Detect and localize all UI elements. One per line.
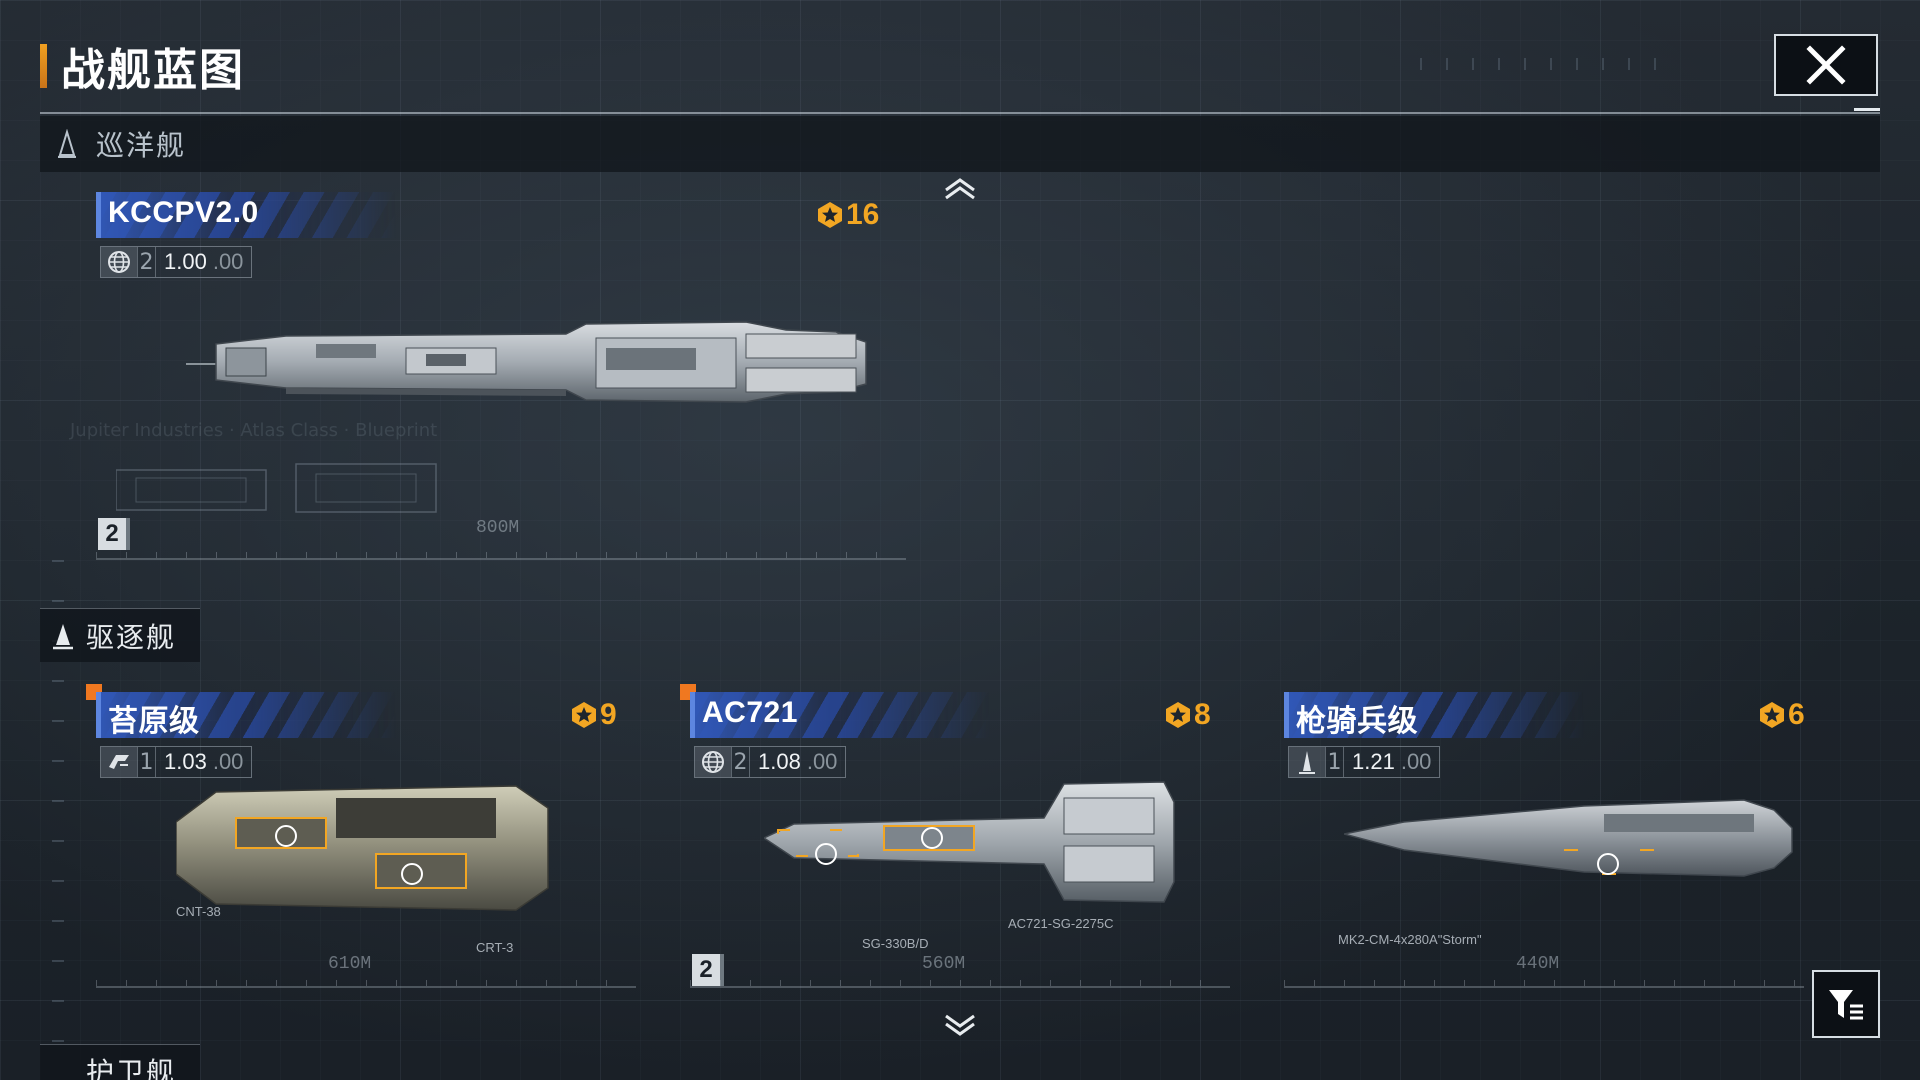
stat-value-main: 1.03 bbox=[164, 749, 207, 774]
name-plate-edge bbox=[690, 692, 695, 738]
stat-value-dim: .00 bbox=[212, 249, 244, 274]
page-title: 战舰蓝图 bbox=[61, 45, 245, 96]
ship-name: KCCPV2.0 bbox=[108, 196, 259, 229]
stat-value-dim: .00 bbox=[1400, 749, 1432, 774]
faction-lancer-icon bbox=[1289, 747, 1325, 777]
rating-value: 6 bbox=[1788, 698, 1805, 731]
close-button[interactable] bbox=[1774, 34, 1878, 96]
rating-value: 9 bbox=[600, 698, 617, 731]
stat-value: 1.00 .00 bbox=[155, 247, 251, 277]
stat-level: 2 bbox=[137, 247, 155, 277]
rating-star-icon bbox=[572, 702, 596, 728]
stat-value-main: 1.21 bbox=[1352, 749, 1395, 774]
base-line bbox=[96, 552, 906, 560]
ship-card-tundra[interactable]: 苔原级 9 1 1.03 .00 bbox=[86, 684, 636, 992]
stat-level: 1 bbox=[137, 747, 155, 777]
name-plate-fill bbox=[1284, 692, 1424, 738]
name-plate-fill bbox=[690, 692, 830, 738]
weapon-label: CRT-3 bbox=[476, 940, 514, 955]
faction-st-icon bbox=[101, 747, 137, 777]
stat-row: 1 1.21 .00 bbox=[1288, 746, 1441, 778]
stat-value-dim: .00 bbox=[806, 749, 838, 774]
rating-star-icon bbox=[1166, 702, 1190, 728]
section-label: 护卫舰 bbox=[86, 1056, 177, 1080]
stat-value-main: 1.00 bbox=[164, 249, 207, 274]
weapon-label: MK2-CM-4x280A"Storm" bbox=[1338, 932, 1482, 947]
weapon-label: SG-330B/D bbox=[862, 936, 929, 951]
chevron-down-icon bbox=[945, 1014, 975, 1036]
weapon-label: AC721-SG-2275C bbox=[1008, 916, 1114, 931]
left-ruler bbox=[52, 560, 64, 1060]
section-label: 巡洋舰 bbox=[96, 129, 187, 162]
section-cruiser[interactable]: 巡洋舰 bbox=[40, 116, 1880, 172]
rating-badge: 6 bbox=[1758, 698, 1805, 732]
stat-level: 2 bbox=[731, 747, 749, 777]
header-divider-cap bbox=[1854, 108, 1880, 111]
rating-value: 16 bbox=[846, 198, 880, 231]
stat-value: 1.21 .00 bbox=[1343, 747, 1439, 777]
rating-star-icon bbox=[818, 202, 842, 228]
header-divider bbox=[40, 112, 1880, 114]
close-icon bbox=[1806, 45, 1846, 85]
name-plate-edge bbox=[96, 192, 101, 238]
section-label: 驱逐舰 bbox=[86, 620, 177, 654]
length-label: 610M bbox=[328, 954, 372, 974]
name-plate-fill bbox=[96, 192, 236, 238]
rating-badge: 9 bbox=[570, 698, 617, 732]
name-plate-edge bbox=[1284, 692, 1289, 738]
length-label: 560M bbox=[922, 954, 966, 974]
name-plate-edge bbox=[96, 692, 101, 738]
count-tag: 2 bbox=[98, 518, 130, 550]
rating-value: 8 bbox=[1194, 698, 1211, 731]
rating-star-icon bbox=[1760, 702, 1784, 728]
ship-name: 枪骑兵级 bbox=[1296, 704, 1418, 739]
stat-value-dim: .00 bbox=[212, 749, 244, 774]
ship-card-ac721[interactable]: AC721 8 2 1.08 .00 bbox=[680, 684, 1230, 992]
stat-row: 2 1.08 .00 bbox=[694, 746, 847, 778]
globe-icon bbox=[695, 747, 731, 777]
name-plate-fill bbox=[96, 692, 236, 738]
ship-card-kccpv[interactable]: KCCPV2.0 16 2 1.00 .00 bbox=[96, 192, 906, 562]
rating-badge: 16 bbox=[816, 198, 879, 232]
chevron-up-icon bbox=[945, 178, 975, 200]
stat-value: 1.08 .00 bbox=[749, 747, 845, 777]
section-frigate[interactable]: 护卫舰 bbox=[40, 1044, 200, 1080]
filter-icon bbox=[1829, 990, 1863, 1020]
scroll-up-button[interactable] bbox=[942, 176, 978, 200]
title-accent bbox=[40, 44, 47, 88]
ship-image bbox=[764, 778, 1184, 908]
destroyer-icon bbox=[53, 623, 73, 649]
length-label: 800M bbox=[476, 518, 520, 538]
stat-value: 1.03 .00 bbox=[155, 747, 251, 777]
ship-image bbox=[176, 778, 556, 918]
ship-name: 苔原级 bbox=[108, 704, 200, 739]
stat-row: 2 1.00 .00 bbox=[100, 246, 253, 278]
weapon-label: CNT-38 bbox=[176, 904, 221, 919]
count-tag: 2 bbox=[692, 954, 724, 986]
stat-level: 1 bbox=[1325, 747, 1343, 777]
globe-icon bbox=[101, 247, 137, 277]
stat-row: 1 1.03 .00 bbox=[100, 746, 253, 778]
blueprint-outline bbox=[116, 463, 437, 513]
scroll-down-button[interactable] bbox=[942, 1014, 978, 1038]
ship-name: AC721 bbox=[702, 696, 798, 729]
base-line bbox=[1284, 980, 1804, 988]
header: 战舰蓝图 bbox=[40, 40, 245, 96]
section-destroyer[interactable]: 驱逐舰 bbox=[40, 608, 200, 662]
filter-button[interactable] bbox=[1812, 970, 1880, 1038]
base-line bbox=[690, 980, 1230, 988]
rating-badge: 8 bbox=[1164, 698, 1211, 732]
stat-value-main: 1.08 bbox=[758, 749, 801, 774]
ghost-watermark: Jupiter Industries · Atlas Class · Bluep… bbox=[70, 420, 438, 441]
length-label: 440M bbox=[1516, 954, 1560, 974]
ship-card-lancer[interactable]: 枪骑兵级 6 1 1.21 .00 bbox=[1284, 692, 1805, 992]
top-ticks bbox=[1420, 58, 1680, 70]
base-line bbox=[96, 980, 636, 988]
ship-image bbox=[1344, 792, 1794, 892]
ship-image bbox=[186, 312, 906, 412]
cruiser-icon bbox=[58, 129, 76, 158]
